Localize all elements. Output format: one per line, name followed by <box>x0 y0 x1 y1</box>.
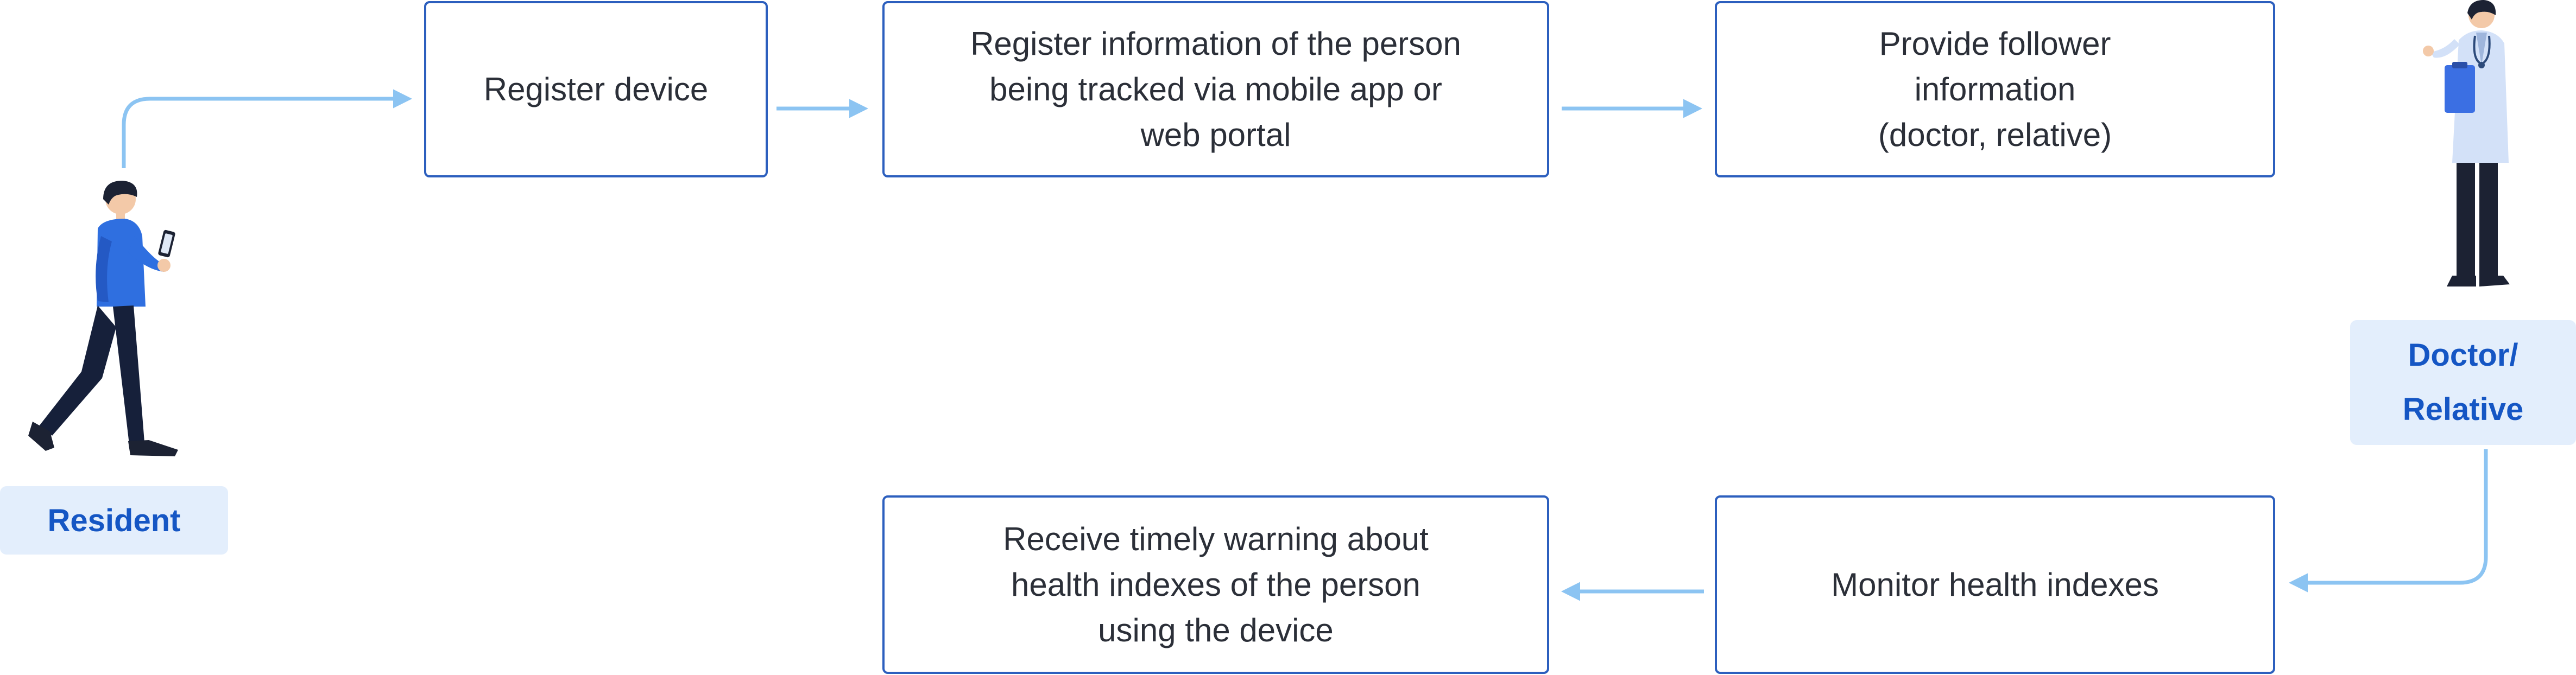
resident-label: Resident <box>0 486 228 555</box>
resident-icon <box>28 181 178 456</box>
doctor-relative-label: Doctor/ Relative <box>2350 320 2576 445</box>
step-register-person-info: Register information of the person being… <box>882 1 1549 177</box>
step-monitor-health: Monitor health indexes <box>1715 495 2275 674</box>
step-provide-follower-info: Provide follower information (doctor, re… <box>1715 1 2275 177</box>
step-receive-warning: Receive timely warning about health inde… <box>882 495 1549 674</box>
arrow-doctor-to-monitor <box>2289 449 2488 593</box>
arrow-resident-to-register-device <box>122 89 412 168</box>
step-register-device: Register device <box>424 1 768 177</box>
doctor-icon <box>2423 0 2510 286</box>
